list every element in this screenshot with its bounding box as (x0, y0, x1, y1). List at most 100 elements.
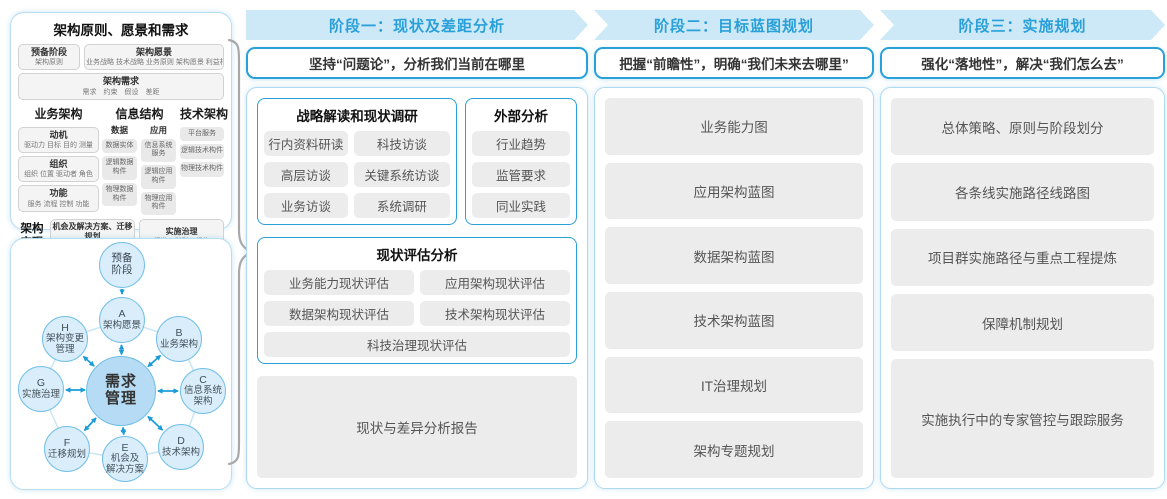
phase3-content-panel: 总体策略、原则与阶段划分 各条线实施路径线路图 项目群实施路径与重点工程提炼 保… (880, 87, 1165, 489)
organization-line: 组织 位置 驱动者 角色 (24, 171, 93, 179)
adm-circle-f-migration: F 迁移规划 (44, 426, 90, 472)
gap-analysis-report-box: 现状与差异分析报告 (257, 376, 577, 478)
prep-phase-title: 预备阶段 (30, 47, 67, 57)
architecture-vision-title: 架构愿景 (135, 47, 172, 57)
architecture-vision-line: 业务战略 技术战略 业务原则 架构愿景 利益相关者 (86, 59, 223, 67)
assessment-item: 数据架构现状评估 (264, 301, 414, 326)
function-box: 功能 服务 流程 控制 功能 (18, 185, 99, 212)
phase3-item: 各条线实施路径线路图 (891, 163, 1154, 221)
phase2-content-panel: 业务能力图 应用架构蓝图 数据架构蓝图 技术架构蓝图 IT治理规划 架构专题规划 (594, 87, 874, 489)
adm-cycle-panel: 预备 阶段 需求 管理 A 架构愿景 B 业务架构 C 信息系统 架构 D 技术… (10, 238, 232, 490)
strategy-survey-title: 战略解读和现状调研 (296, 109, 418, 124)
external-item: 行业趋势 (472, 131, 570, 156)
phase1-title: 阶段一：现状及差距分析 (328, 17, 505, 35)
implementation-governance-title: 实施治理 (165, 227, 198, 237)
phase2-item: 应用架构蓝图 (605, 162, 863, 220)
application-item: 逻辑应用构件 (140, 165, 176, 189)
current-assessment-title: 现状评估分析 (376, 248, 458, 263)
phase3-item: 项目群实施路径与重点工程提炼 (891, 228, 1154, 286)
external-item: 同业实践 (472, 193, 570, 218)
phase3-item: 保障机制规划 (891, 293, 1154, 352)
adm-circle-g-governance: G 实施治理 (18, 366, 64, 412)
phase3-banner: 阶段三：实施规划 (880, 10, 1165, 40)
survey-item: 行内资料研读 (264, 131, 348, 156)
phase2-subtitle-box: 把握“前瞻性”，明确“我们未来去哪里” (594, 47, 874, 79)
technology-architecture-title: 技术架构 (180, 106, 229, 121)
adm-circle-e-opportunities: E 机会及 解决方案 (102, 436, 148, 482)
adm-circle-a-vision: A 架构愿景 (99, 297, 145, 343)
prep-vision-row: 预备阶段 架构原则 架构愿景 业务战略 技术战略 业务原则 架构愿景 利益相关者 (18, 44, 224, 71)
phase1-content-panel: 战略解读和现状调研 行内资料研读 科技访谈 高层访谈 关键系统访谈 业务访谈 系… (246, 87, 588, 489)
survey-item: 业务访谈 (264, 193, 348, 218)
strategy-survey-panel: 战略解读和现状调研 行内资料研读 科技访谈 高层访谈 关键系统访谈 业务访谈 系… (257, 98, 458, 225)
adm-node-letter: A (118, 307, 126, 320)
data-title: 数据 (110, 124, 128, 135)
function-line: 服务 流程 控制 功能 (27, 200, 90, 208)
architecture-requirements-title: 架构需求 (102, 76, 139, 87)
adm-circle-b-business: B 业务架构 (156, 316, 202, 362)
architecture-requirements-line: 需求 约束 假设 差距 (82, 88, 160, 96)
data-item: 逻辑数据构件 (101, 156, 137, 180)
external-analysis-panel: 外部分析 行业趋势 监管要求 同业实践 (465, 98, 577, 225)
architecture-domains-row: 业务架构 动机 驱动力 目标 目的 测量 组织 组织 位置 驱动者 角色 功能 … (18, 104, 229, 216)
phase2-column: 阶段二：目标蓝图规划 把握“前瞻性”，明确“我们未来去哪里” 业务能力图 应用架… (594, 10, 874, 489)
phase3-subtitle: 强化“落地性”，解决“我们怎么去” (921, 57, 1124, 72)
adm-node-letter: H (61, 321, 69, 334)
adm-circle-c-information-systems: C 信息系统 架构 (180, 368, 226, 414)
adm-node-label: 机会及 解决方案 (105, 453, 144, 475)
survey-item: 高层访谈 (264, 162, 348, 187)
assessment-item: 科技治理现状评估 (264, 332, 570, 357)
data-subcolumn: 数据 数据实体 逻辑数据构件 物理数据构件 (101, 124, 137, 216)
adm-node-letter: E (121, 441, 129, 454)
motivation-title: 动机 (49, 129, 68, 140)
information-structure-column: 信息结构 数据 数据实体 逻辑数据构件 物理数据构件 应用 信息系统服务 逻辑应… (101, 104, 177, 216)
business-architecture-column: 业务架构 动机 驱动力 目标 目的 测量 组织 组织 位置 驱动者 角色 功能 … (18, 104, 99, 216)
adm-node-letter: F (63, 436, 71, 449)
information-structure-title: 信息结构 (115, 106, 164, 121)
prep-phase-line: 架构原则 (35, 59, 63, 67)
application-item: 信息系统服务 (140, 138, 176, 163)
phase3-column: 阶段三：实施规划 强化“落地性”，解决“我们怎么去” 总体策略、原则与阶段划分 … (880, 10, 1165, 489)
phase2-banner: 阶段二：目标蓝图规划 (594, 10, 874, 40)
architecture-content-panel: 架构原则、愿景和需求 预备阶段 架构原则 架构愿景 业务战略 技术战略 业务原则… (10, 12, 232, 255)
adm-node-label: 业务架构 (159, 338, 198, 350)
phase2-item: 业务能力图 (605, 98, 863, 155)
adm-node-letter: B (175, 326, 183, 339)
prep-phase-box: 预备阶段 架构原则 (18, 44, 80, 71)
application-title: 应用 (149, 124, 167, 135)
adm-node-letter: C (199, 373, 207, 386)
adm-node-label: 技术架构 (161, 446, 200, 458)
phase2-item: 数据架构蓝图 (605, 227, 863, 285)
survey-item: 关键系统访谈 (353, 162, 451, 187)
architecture-requirements-box: 架构需求 需求 约束 假设 差距 (18, 73, 224, 100)
phase2-subtitle: 把握“前瞻性”，明确“我们未来去哪里” (619, 57, 849, 72)
external-item: 监管要求 (472, 162, 570, 187)
adm-circle-requirements-management: 需求 管理 (86, 356, 156, 426)
adm-node-label: 信息系统 架构 (183, 385, 222, 407)
adm-prep-label: 预备 阶段 (111, 252, 133, 276)
phase1-banner: 阶段一：现状及差距分析 (246, 10, 588, 40)
adm-node-label: 架构变更 管理 (45, 333, 84, 355)
adm-node-label: 实施治理 (21, 388, 60, 400)
assessment-item: 技术架构现状评估 (420, 301, 570, 326)
phase1-subtitle-box: 坚持“问题论”，分析我们当前在哪里 (246, 47, 588, 79)
adm-circle-h-change-management: H 架构变更 管理 (42, 316, 88, 362)
adm-node-label: 架构愿景 (102, 319, 141, 331)
phase1-column: 阶段一：现状及差距分析 坚持“问题论”，分析我们当前在哪里 战略解读和现状调研 … (246, 10, 588, 489)
data-item: 物理数据构件 (101, 182, 137, 207)
phase3-item: 总体策略、原则与阶段划分 (891, 98, 1154, 156)
technology-architecture-column: 技术架构 平台服务 逻辑技术构件 物理技术构件 (180, 104, 229, 216)
phase2-title: 阶段二：目标蓝图规划 (653, 17, 814, 35)
architecture-vision-box: 架构愿景 业务战略 技术战略 业务原则 架构愿景 利益相关者 (84, 44, 224, 71)
organization-title: 组织 (49, 159, 68, 170)
phase2-item: 技术架构蓝图 (605, 292, 863, 349)
current-assessment-panel: 现状评估分析 业务能力现状评估 应用架构现状评估 数据架构现状评估 技术架构现状… (257, 237, 577, 364)
motivation-box: 动机 驱动力 目标 目的 测量 (18, 126, 99, 154)
adm-node-letter: D (177, 434, 185, 447)
assessment-item: 业务能力现状评估 (264, 270, 414, 295)
application-item: 物理应用构件 (140, 191, 176, 216)
technology-item: 物理技术构件 (180, 162, 224, 177)
business-architecture-title: 业务架构 (34, 106, 83, 121)
phase3-title: 阶段三：实施规划 (958, 17, 1087, 35)
